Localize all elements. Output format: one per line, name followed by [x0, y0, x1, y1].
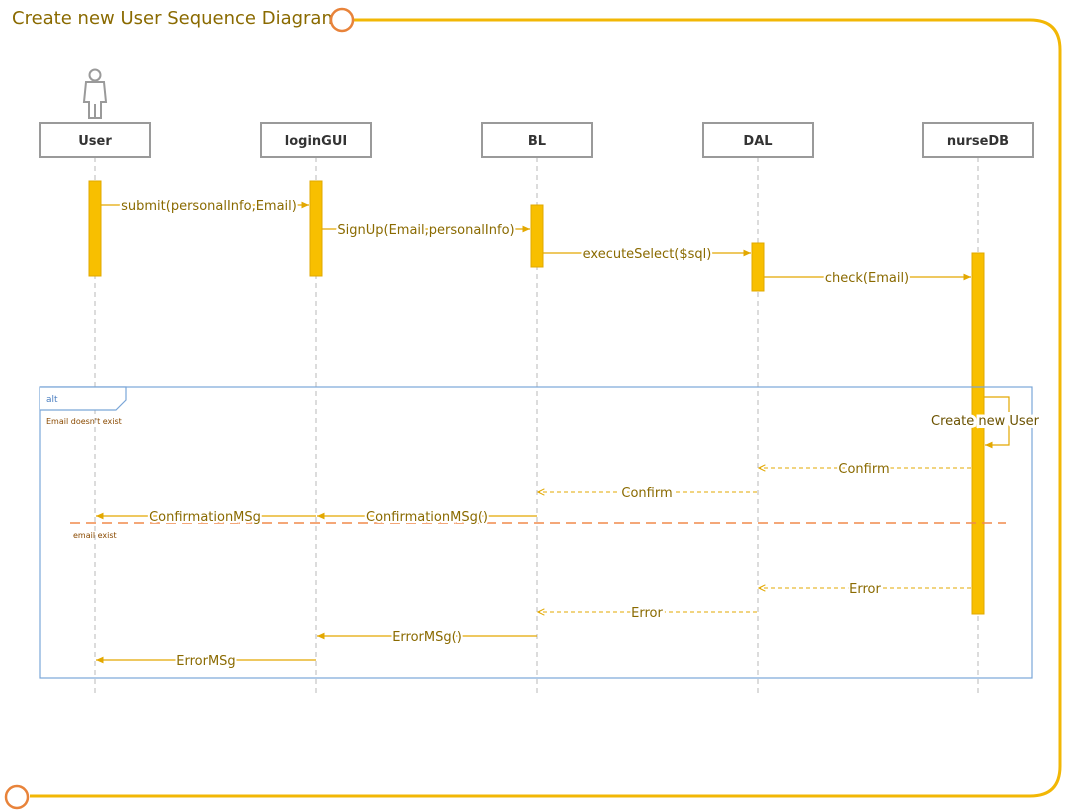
message-label: submit(personalInfo,Email): [121, 199, 297, 214]
message-label: executeSelect($sql): [583, 247, 712, 262]
stick-figure-actor-icon: [82, 68, 108, 119]
message-check[interactable]: check(Email): [764, 269, 971, 288]
page-title: Create new User Sequence Diagram: [12, 8, 339, 29]
message-execute-select[interactable]: executeSelect($sql): [543, 245, 751, 264]
message-label: SignUp(Email,personalInfo): [337, 223, 514, 238]
alt-fragment-tab: [40, 386, 127, 411]
message-confirmation-gui-user[interactable]: ConfirmationMSg: [96, 508, 316, 527]
lifeline-bl[interactable]: BL: [481, 122, 593, 158]
activation-bl: [530, 204, 544, 268]
message-errormsg-bl-gui[interactable]: ErrorMSg(): [317, 628, 537, 647]
message-errormsg-gui-user[interactable]: ErrorMSg: [96, 652, 316, 671]
lifeline-nursedb[interactable]: nurseDB: [922, 122, 1034, 158]
message-confirmation-bl-gui[interactable]: ConfirmationMSg(): [317, 508, 537, 527]
message-label: ErrorMSg: [176, 654, 235, 669]
lifeline-label-dal: DAL: [743, 134, 772, 149]
lifeline-dal[interactable]: DAL: [702, 122, 814, 158]
message-error-db-dal[interactable]: Error: [759, 580, 971, 599]
message-confirm-dal-bl[interactable]: Confirm: [538, 484, 757, 503]
message-submit[interactable]: submit(personalInfo,Email): [101, 197, 309, 216]
message-label: ConfirmationMSg: [149, 510, 261, 525]
message-confirm-db-dal[interactable]: Confirm: [759, 460, 971, 479]
message-label: check(Email): [825, 271, 909, 286]
alt-operator: alt: [46, 395, 58, 405]
message-label: Create new User: [931, 414, 1040, 429]
activation-dal: [751, 242, 765, 292]
message-label: ConfirmationMSg(): [366, 510, 488, 525]
message-error-dal-bl[interactable]: Error: [538, 604, 757, 623]
lifeline-user[interactable]: User: [39, 122, 151, 158]
activation-bars: [88, 180, 985, 615]
alt-fragment[interactable]: alt Email doesn't exist email exist: [39, 386, 1033, 679]
message-label: Confirm: [838, 462, 889, 477]
activation-logingui: [309, 180, 323, 277]
frame-circle-bottom: [4, 784, 30, 810]
message-label: Error: [849, 582, 881, 597]
lifeline-label-user: User: [78, 134, 112, 149]
activation-nursedb: [971, 252, 985, 615]
message-signup[interactable]: SignUp(Email,personalInfo): [322, 221, 530, 240]
guard-email-exist: email exist: [73, 531, 117, 540]
guard-email-not-exist: Email doesn't exist: [46, 417, 122, 426]
message-label: ErrorMSg(): [392, 630, 462, 645]
lifeline-logingui[interactable]: loginGUI: [260, 122, 372, 158]
message-label: Confirm: [621, 486, 672, 501]
lifeline-label-nursedb: nurseDB: [947, 134, 1009, 149]
activation-user: [88, 180, 102, 277]
frame-border: [30, 18, 1062, 798]
lifeline-label-bl: BL: [528, 134, 546, 149]
message-label: Error: [631, 606, 663, 621]
frame-circle-top: [329, 7, 355, 33]
lifeline-label-logingui: loginGUI: [285, 134, 347, 149]
message-create-new-user[interactable]: Create new User: [928, 396, 1043, 449]
